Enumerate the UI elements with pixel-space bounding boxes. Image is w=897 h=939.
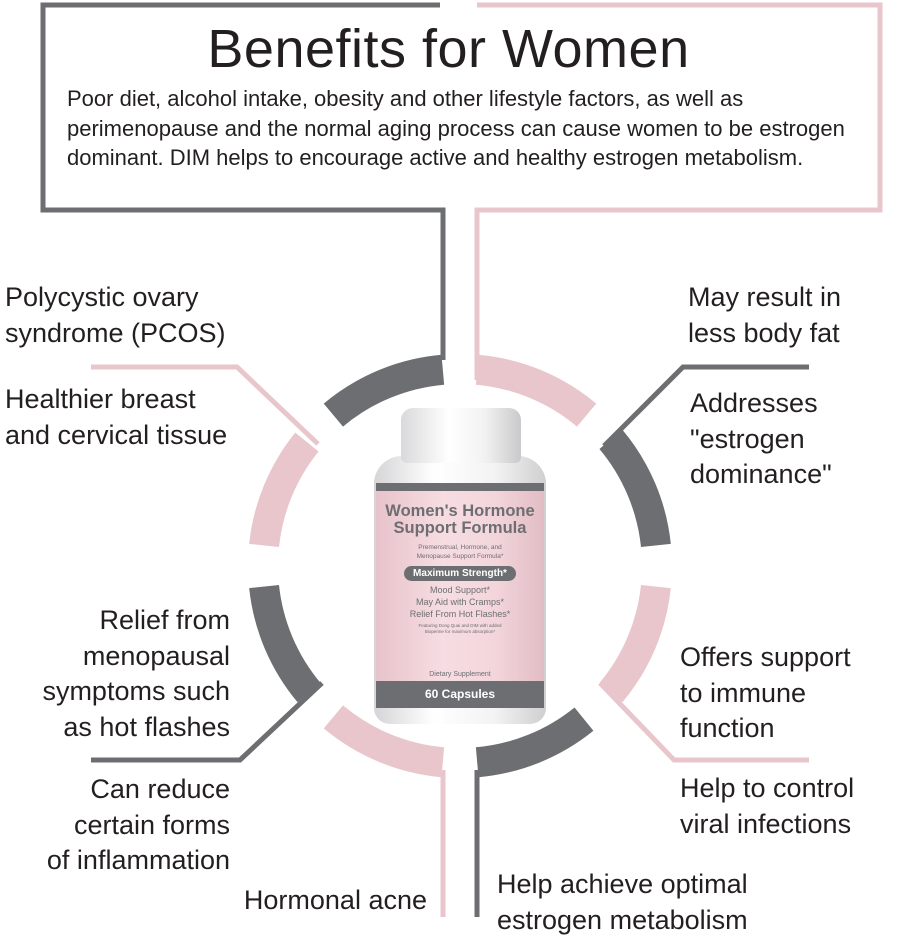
benefit-line: Healthier breast xyxy=(5,384,196,414)
benefit-pcos: Polycystic ovary syndrome (PCOS) xyxy=(5,280,226,351)
feature-line: Relief From Hot Flashes* xyxy=(409,609,511,619)
benefit-line: Hormonal acne xyxy=(243,885,427,915)
benefit-line: May result in xyxy=(688,282,842,312)
bottle-label: Women's Hormone Support Formula Premenst… xyxy=(376,483,544,708)
fine-print: Featuring Dong Quai and DIM with added B… xyxy=(376,623,544,635)
connector-menopause xyxy=(91,681,324,763)
ring-segment xyxy=(249,584,321,703)
benefit-line: and cervical tissue xyxy=(5,419,228,450)
benefit-line: as hot flashes xyxy=(63,711,230,742)
product-bottle-image: Women's Hormone Support Formula Premenst… xyxy=(374,408,546,724)
ring-segment xyxy=(475,354,597,427)
benefit-line: Help achieve optimal xyxy=(497,869,748,899)
subtitle-line: Menopause Support Formula* xyxy=(416,553,504,560)
benefit-line: dominance" xyxy=(690,459,832,489)
benefit-line: Polycystic ovary xyxy=(5,282,199,312)
page-title: Benefits for Women xyxy=(207,19,690,79)
header-frame-pink xyxy=(474,2,883,380)
connector-estrogen-dominance xyxy=(602,364,809,448)
benefit-metabolism: Help achieve optimal estrogen metabolism xyxy=(497,867,748,938)
product-name-line: Women's Hormone xyxy=(385,502,535,520)
supplement-type: Dietary Supplement xyxy=(429,671,491,678)
benefit-line: "estrogen xyxy=(690,423,805,454)
benefit-estrogen-dominance: Addresses "estrogen dominance" xyxy=(690,386,832,493)
fine-print-line: Bioperine for maximum absorption* xyxy=(424,629,496,634)
benefit-body-fat: May result in less body fat xyxy=(688,280,841,351)
benefit-immune: Offers support to immune function xyxy=(680,640,851,747)
benefit-line: Help to control xyxy=(680,773,855,803)
benefit-line: of inflammation xyxy=(46,845,230,875)
benefit-line: menopausal xyxy=(82,640,230,671)
strength-badge: Maximum Strength* xyxy=(404,566,516,581)
benefit-line: symptoms such xyxy=(42,676,230,706)
connector-breast xyxy=(91,364,320,446)
benefit-line: certain forms xyxy=(73,809,230,840)
benefit-line: Relief from xyxy=(99,605,230,635)
product-name-line: Support Formula xyxy=(393,519,527,537)
product-name: Women's Hormone Support Formula xyxy=(376,503,544,537)
ring-segment xyxy=(599,584,671,703)
ring-segment xyxy=(599,429,671,548)
ring-segment xyxy=(475,707,594,778)
intro-text: Poor diet, alcohol intake, obesity and o… xyxy=(67,86,845,170)
benefit-line: viral infections xyxy=(680,808,852,839)
benefit-line: Addresses xyxy=(690,388,818,418)
benefit-line: Can reduce xyxy=(90,774,230,804)
benefit-breast: Healthier breast and cervical tissue xyxy=(5,382,227,453)
subtitle-line: Premenstrual, Hormone, and xyxy=(418,544,502,551)
connector-immune xyxy=(598,681,809,763)
benefit-line: less body fat xyxy=(688,317,840,348)
benefit-line: Offers support xyxy=(680,642,851,672)
ring-segment xyxy=(323,354,445,427)
ring-segment xyxy=(249,432,319,548)
fine-print-line: Featuring Dong Quai and DIM with added xyxy=(418,623,502,628)
benefit-line: syndrome (PCOS) xyxy=(5,317,226,348)
bottle-cap xyxy=(401,408,521,463)
benefit-line: to immune xyxy=(680,677,807,708)
ring-segment xyxy=(323,705,445,778)
benefit-viral: Help to control viral infections xyxy=(680,771,854,842)
product-subtitle: Premenstrual, Hormone, and Menopause Sup… xyxy=(376,543,544,561)
benefit-inflammation: Can reduce certain forms of inflammation xyxy=(47,772,230,879)
feature-line: Mood Support* xyxy=(429,585,491,595)
benefit-acne: Hormonal acne xyxy=(244,883,427,919)
label-band xyxy=(376,483,544,491)
product-features: Mood Support* May Aid with Cramps* Relie… xyxy=(376,584,544,620)
header-frame-gray xyxy=(40,2,446,360)
feature-line: May Aid with Cramps* xyxy=(415,597,505,607)
benefit-line: estrogen metabolism xyxy=(497,904,748,935)
benefit-menopause: Relief from menopausal symptoms such as … xyxy=(42,603,230,745)
capsule-count: 60 Capsules xyxy=(376,681,544,708)
benefit-line: function xyxy=(680,713,775,743)
